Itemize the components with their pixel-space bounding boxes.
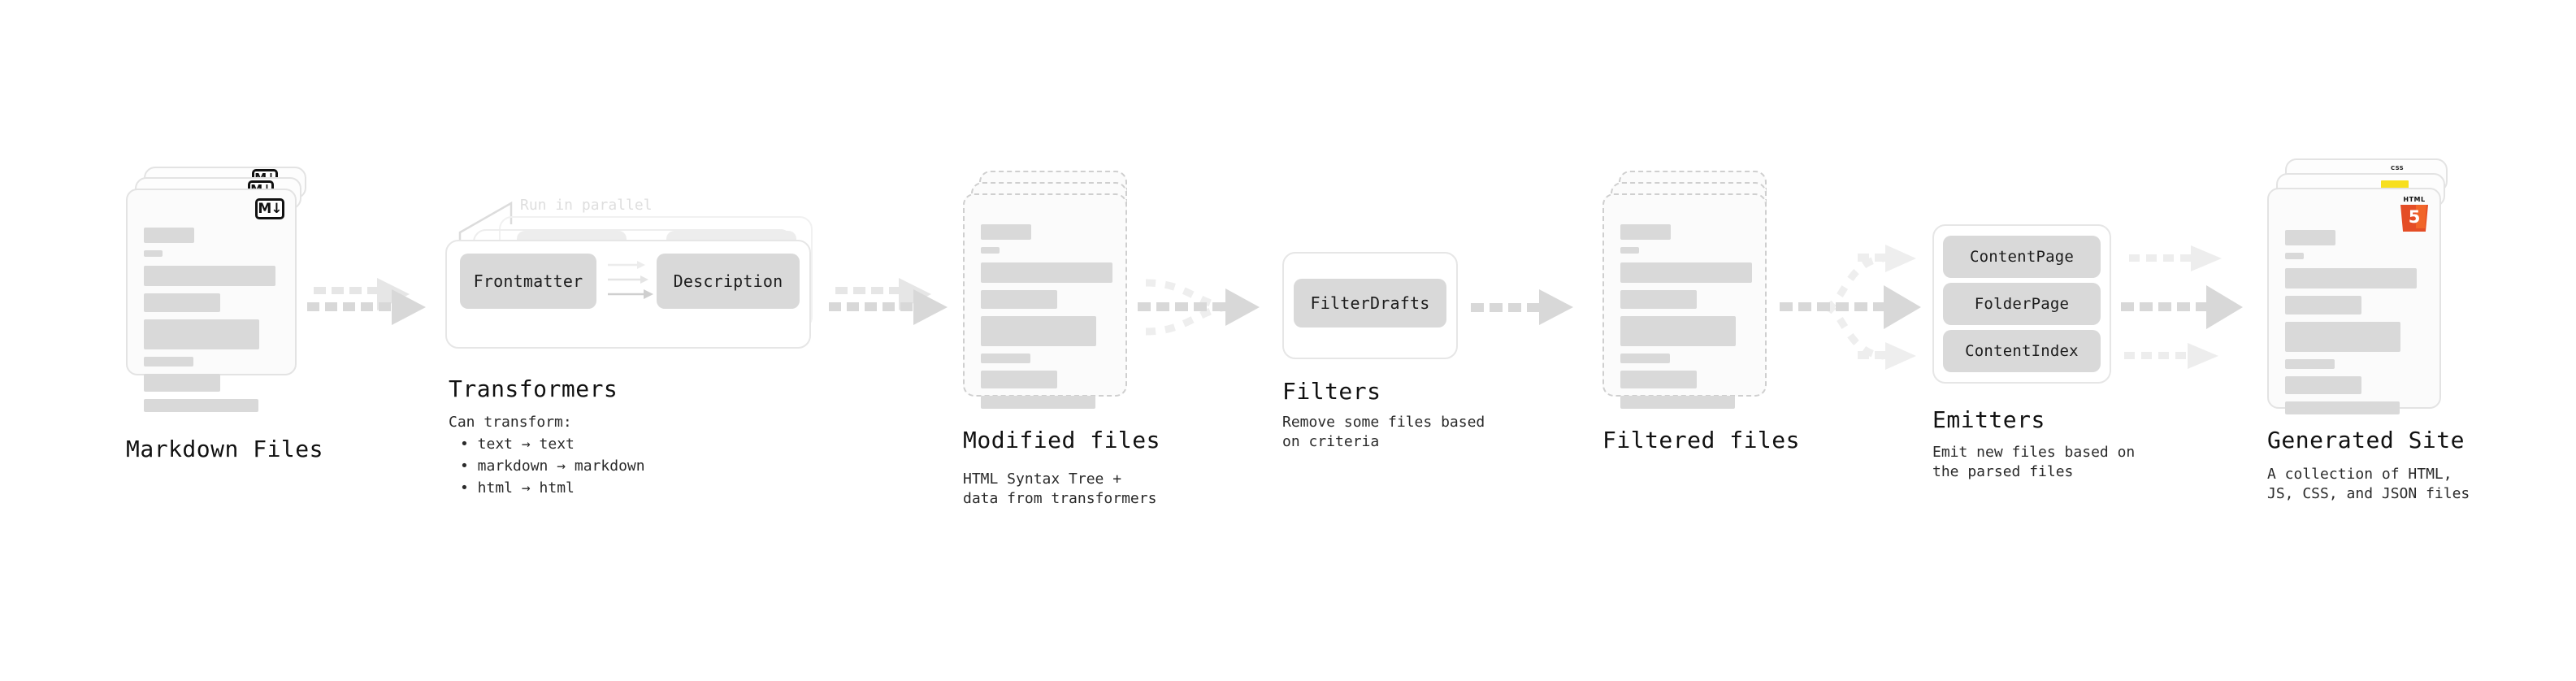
filtered-card-front [1602,193,1767,409]
emitters-chip-contentindex[interactable]: ContentIndex [1943,330,2101,372]
transformers-bullet-1: • markdown → markdown [460,458,645,475]
skeleton-bar [2285,296,2361,314]
skeleton-bar [144,250,163,257]
filters-chip-filterdrafts[interactable]: FilterDrafts [1294,279,1446,327]
modified-files-subtitle: HTML Syntax Tree + data from transformer… [963,471,1157,507]
skeleton-bar [1620,371,1697,388]
modified-files-title: Modified files [963,427,1161,453]
skeleton-bar [1620,396,1735,409]
run-in-parallel-label: Run in parallel [520,197,653,214]
emitters-group: ContentPage FolderPage ContentIndex [1932,224,2111,395]
skeleton-bar [2285,268,2417,288]
transformers-chip-description[interactable]: Description [657,254,800,309]
skeleton-bar [981,354,1030,363]
html5-icon-shield [2400,205,2428,232]
skeleton-bar [144,399,258,412]
skeleton-bar [2285,359,2335,369]
emitters-title: Emitters [1932,406,2045,433]
skeleton-bar [2285,230,2335,245]
skeleton-bar [1620,290,1697,309]
filters-subtitle: Remove some files based on criteria [1282,414,1485,450]
transformers-bullet-2: • html → html [460,479,575,497]
skeleton-bar [981,396,1095,409]
skeleton-bar [144,266,275,286]
skeleton-bar [144,293,220,312]
skeleton-bar [981,290,1057,309]
arrow-transformers-to-modified [829,278,948,325]
skeleton-bar [981,371,1057,388]
filters-title: Filters [1282,378,1381,405]
filtered-files-title: Filtered files [1602,427,1801,453]
skeleton-bar [981,247,1000,254]
generated-site-card-stack: CSS HTML [2267,158,2462,427]
skeleton-bar [2285,376,2361,394]
transformers-title: Transformers [449,375,618,402]
markdown-card-front: M↓ [126,189,297,412]
skeleton-bar [1620,247,1639,254]
filtered-files-card-stack [1602,171,1789,431]
markdown-files-card-stack: M↓ M↓ M↓ [126,167,313,427]
generated-site-title: Generated Site [2267,427,2465,453]
skeleton-bar [2285,322,2400,352]
transformers-bullet-0: • text → text [460,436,575,453]
emitters-subtitle: Emit new files based on the parsed files [1932,444,2136,480]
arrow-emitters-to-site [2121,245,2243,369]
skeleton-bar [144,374,220,392]
markdown-skeleton-bars [144,228,279,419]
site-card-front: HTML [2267,188,2441,414]
html5-icon-label: HTML [2403,196,2426,203]
arrow-md-to-transformers [307,278,426,325]
markdown-files-title: Markdown Files [126,436,324,462]
skeleton-bar [1620,316,1736,346]
modified-card-front [963,193,1127,409]
transformers-subtitle: Can transform: [449,414,572,431]
transformers-internal-arrows [608,261,653,299]
emitters-chip-folderpage[interactable]: FolderPage [1943,283,2101,325]
generated-site-subtitle: A collection of HTML, JS, CSS, and JSON … [2267,466,2470,502]
modified-skeleton-bars [981,224,1112,416]
arrow-filters-to-filtered [1471,289,1573,325]
skeleton-bar [144,319,259,349]
html5-icon: HTML [2399,196,2430,232]
html5-icon-shield-inner [2416,205,2426,228]
arrow-filtered-to-emitters [1780,245,1921,370]
emitters-chip-contentpage[interactable]: ContentPage [1943,236,2101,278]
site-skeleton-bars [2285,230,2423,422]
skeleton-bar [144,228,194,243]
skeleton-bar [1620,224,1671,240]
skeleton-bar [981,316,1096,346]
transformers-group: Run in parallel Frontmatter Description [445,195,827,358]
skeleton-bar [2285,401,2400,414]
filtered-skeleton-bars [1620,224,1752,416]
skeleton-bar [1620,354,1670,363]
modified-files-card-stack [963,171,1150,431]
skeleton-bar [2285,253,2304,259]
skeleton-bar [144,357,193,367]
filters-group: FilterDrafts [1282,252,1458,366]
markdown-icon: M↓ [255,198,284,219]
run-in-parallel-bracket [458,201,513,245]
transformers-chip-frontmatter[interactable]: Frontmatter [460,254,596,309]
arrow-modified-to-filters [1138,279,1260,336]
skeleton-bar [981,262,1112,283]
skeleton-bar [981,224,1031,240]
skeleton-bar [1620,262,1752,283]
css-icon-label: CSS [2391,165,2404,171]
